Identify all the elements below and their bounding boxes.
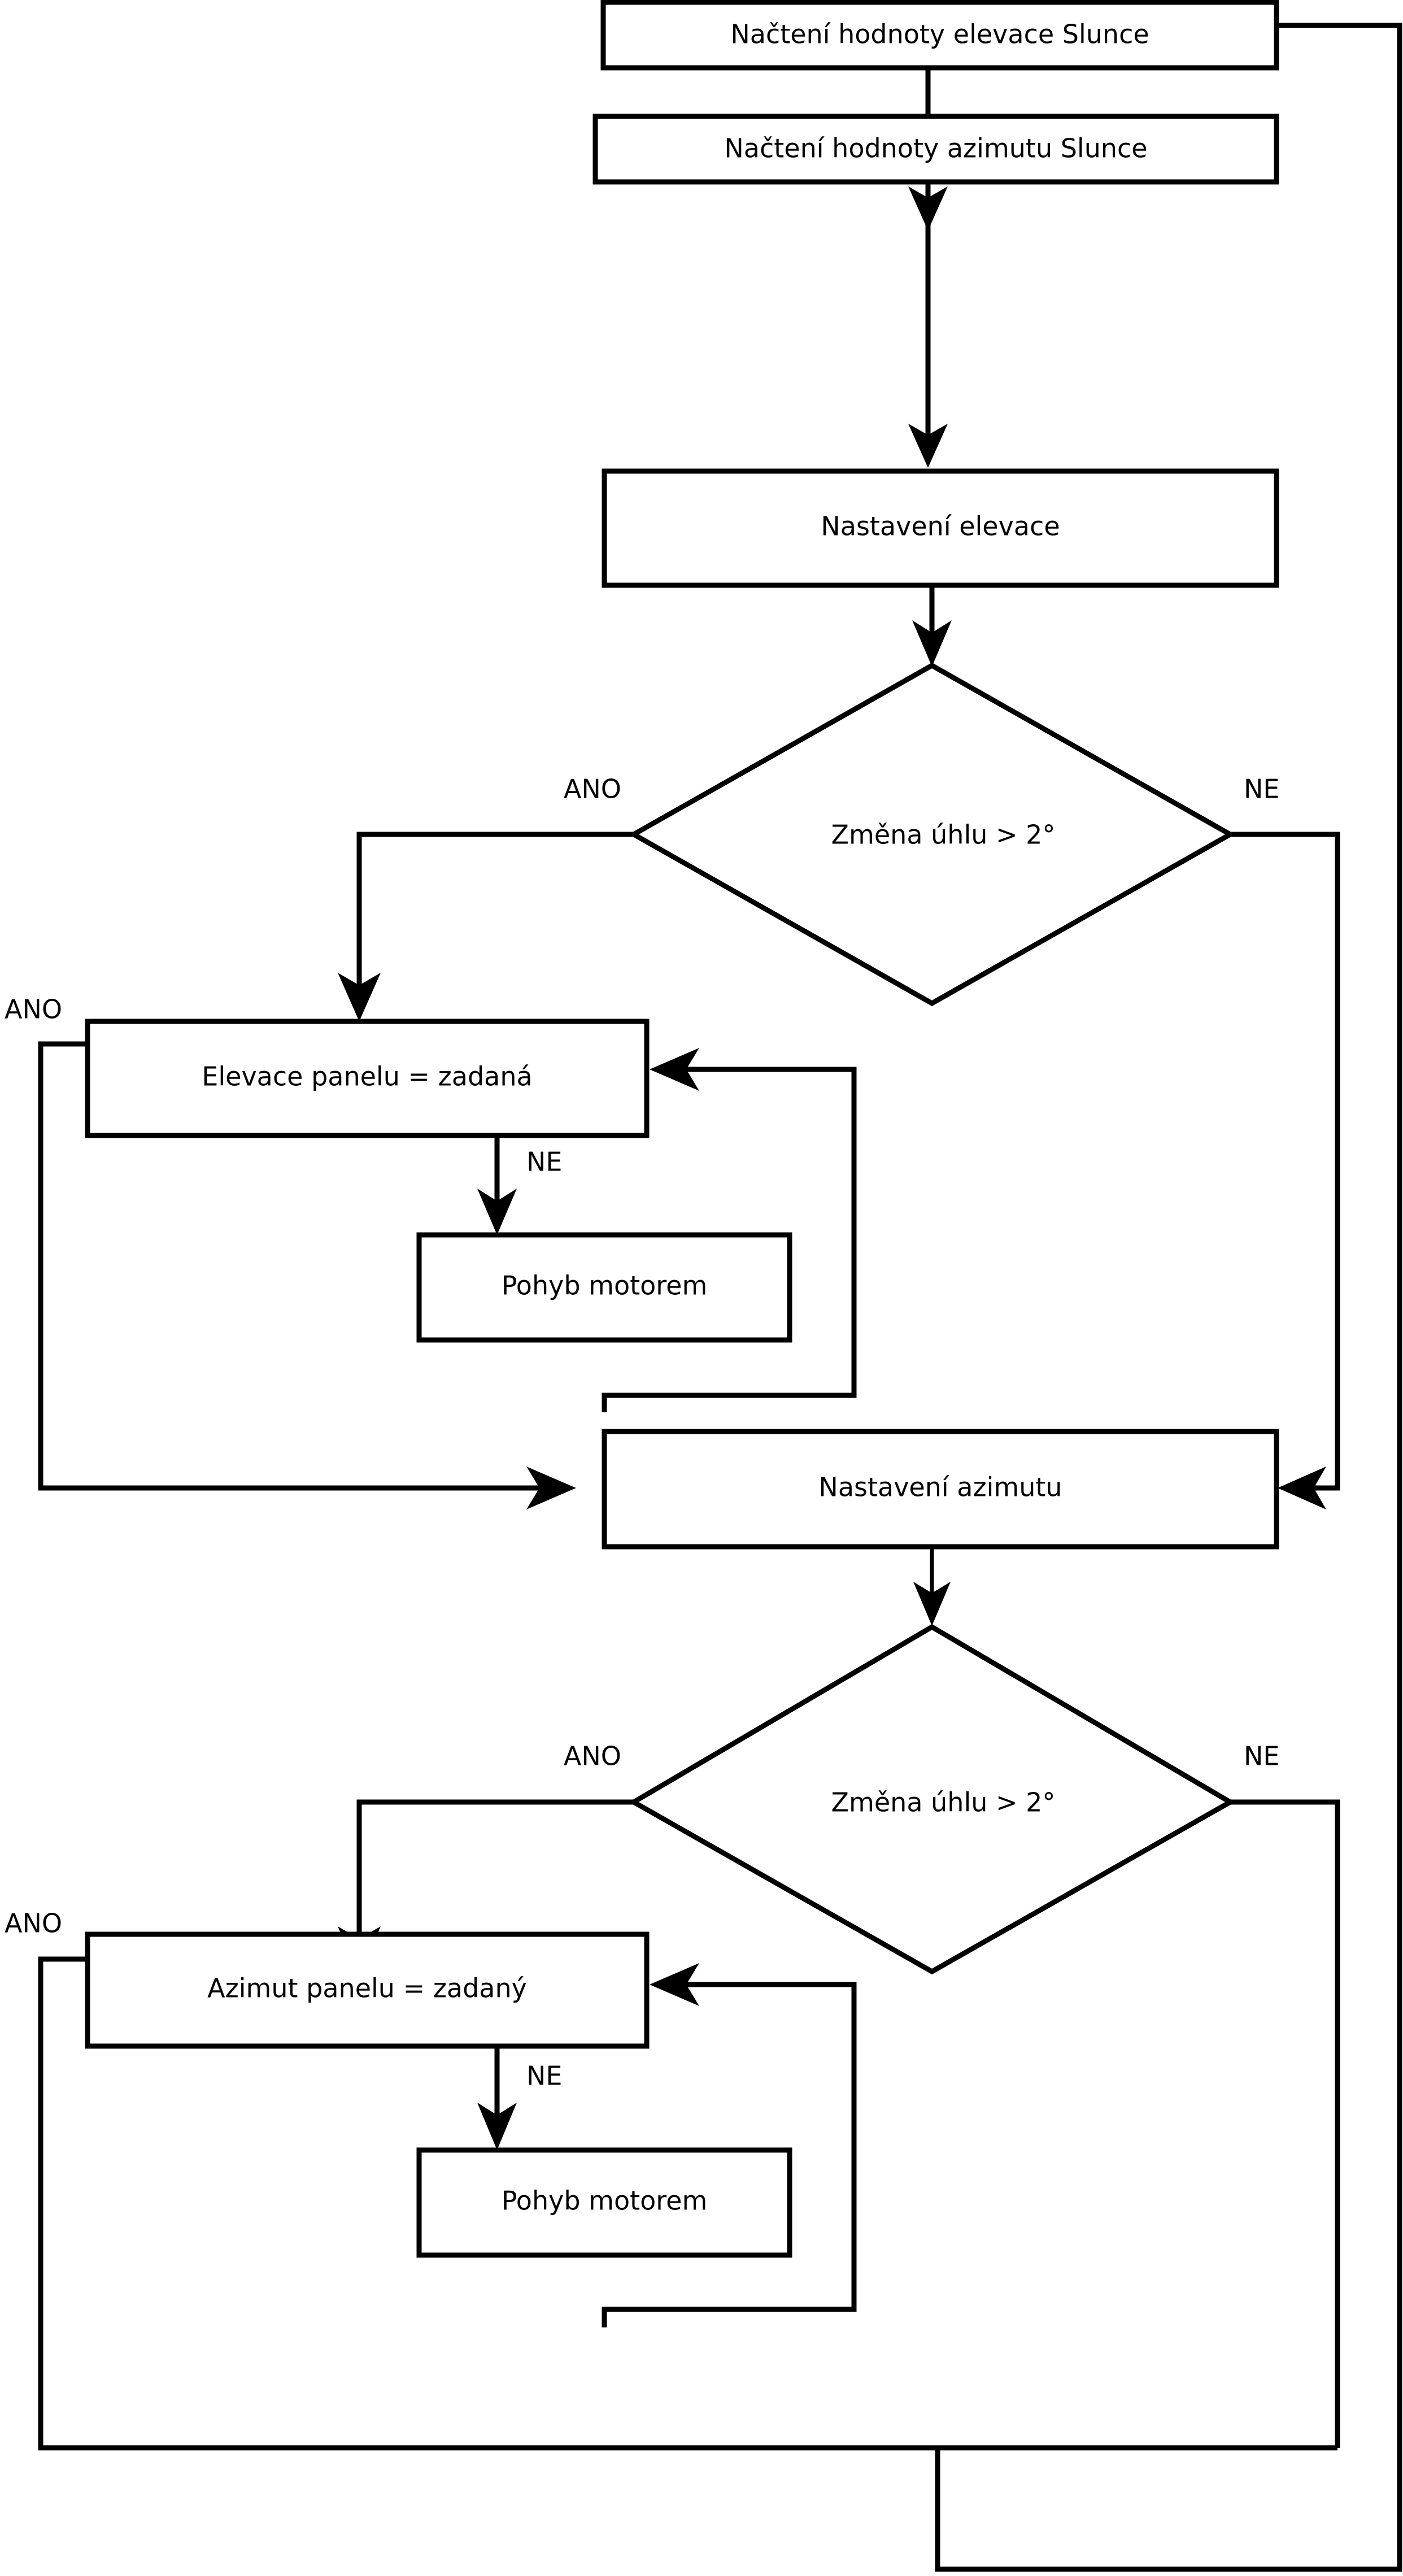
edge-decision-elevation-no [1230, 832, 1340, 1509]
edge-label-elevation-loop-no: NE [526, 1147, 562, 1177]
edge-panel-azimuth-no [477, 2045, 517, 2150]
edge-bottom-return-to-read-elevation [935, 4, 1402, 2572]
node-motor-move-azimuth-label: Pohyb motorem [502, 2186, 708, 2216]
edge-panel-azimuth-yes [38, 1956, 1337, 2451]
edge-motor-elevation-loop-back [602, 1048, 857, 1412]
edge-label-decision-elevation-yes: ANO [564, 774, 621, 804]
node-set-elevation-label: Nastavení elevace [821, 511, 1060, 542]
edge-decision-azimuth-no [1230, 1799, 1340, 2448]
edge-label-azimuth-loop-yes: ANO [5, 1908, 62, 1939]
node-decision-elevation-label: Změna úhlu > 2° [831, 820, 1056, 850]
node-motor-move-elevation-label: Pohyb motorem [502, 1270, 708, 1301]
edge-panel-elevation-yes [38, 1041, 576, 1509]
edge-label-decision-elevation-no: NE [1244, 774, 1279, 804]
edge-motor-azimuth-loop-back [602, 1963, 857, 2327]
edge-label-decision-azimuth-no: NE [1244, 1741, 1279, 1772]
node-read-elevation[interactable]: Načtení hodnoty elevace Slunce [600, 0, 1279, 71]
node-panel-azimuth-equals[interactable]: Azimut panelu = zadaný [85, 1931, 650, 2049]
node-decision-azimuth-label: Změna úhlu > 2° [831, 1787, 1056, 1818]
node-panel-azimuth-equals-label: Azimut panelu = zadaný [207, 1973, 527, 2004]
node-panel-elevation-equals[interactable]: Elevace panelu = zadaná [85, 1019, 650, 1138]
edge-label-decision-azimuth-yes: ANO [564, 1741, 621, 1772]
edge-set-elevation-to-decision-elevation [912, 585, 952, 667]
node-decision-azimuth[interactable]: Změna úhlu > 2° [629, 1624, 1235, 1975]
node-motor-move-azimuth[interactable]: Pohyb motorem [416, 2147, 792, 2258]
edge-label-azimuth-loop-no: NE [526, 2061, 562, 2091]
edge-read-azimuth-to-set-elevation [908, 182, 948, 468]
node-set-azimuth-label: Nastavení azimutu [818, 1472, 1062, 1503]
edge-set-azimuth-to-decision-azimuth [913, 1548, 951, 1626]
node-read-elevation-label: Načtení hodnoty elevace Slunce [730, 19, 1149, 50]
edge-panel-elevation-no [477, 1135, 517, 1235]
node-set-azimuth[interactable]: Nastavení azimutu [602, 1429, 1279, 1550]
node-motor-move-elevation[interactable]: Pohyb motorem [416, 1232, 792, 1343]
node-read-azimuth[interactable]: Načtení hodnoty azimutu Slunce [592, 114, 1279, 185]
node-panel-elevation-equals-label: Elevace panelu = zadaná [202, 1061, 532, 1092]
node-set-elevation[interactable]: Nastavení elevace [602, 468, 1279, 588]
node-decision-elevation[interactable]: Změna úhlu > 2° [628, 662, 1236, 1007]
edge-label-elevation-loop-yes: ANO [5, 994, 62, 1025]
node-read-azimuth-label: Načtení hodnoty azimutu Slunce [724, 133, 1147, 164]
edge-decision-elevation-yes [338, 832, 634, 1021]
